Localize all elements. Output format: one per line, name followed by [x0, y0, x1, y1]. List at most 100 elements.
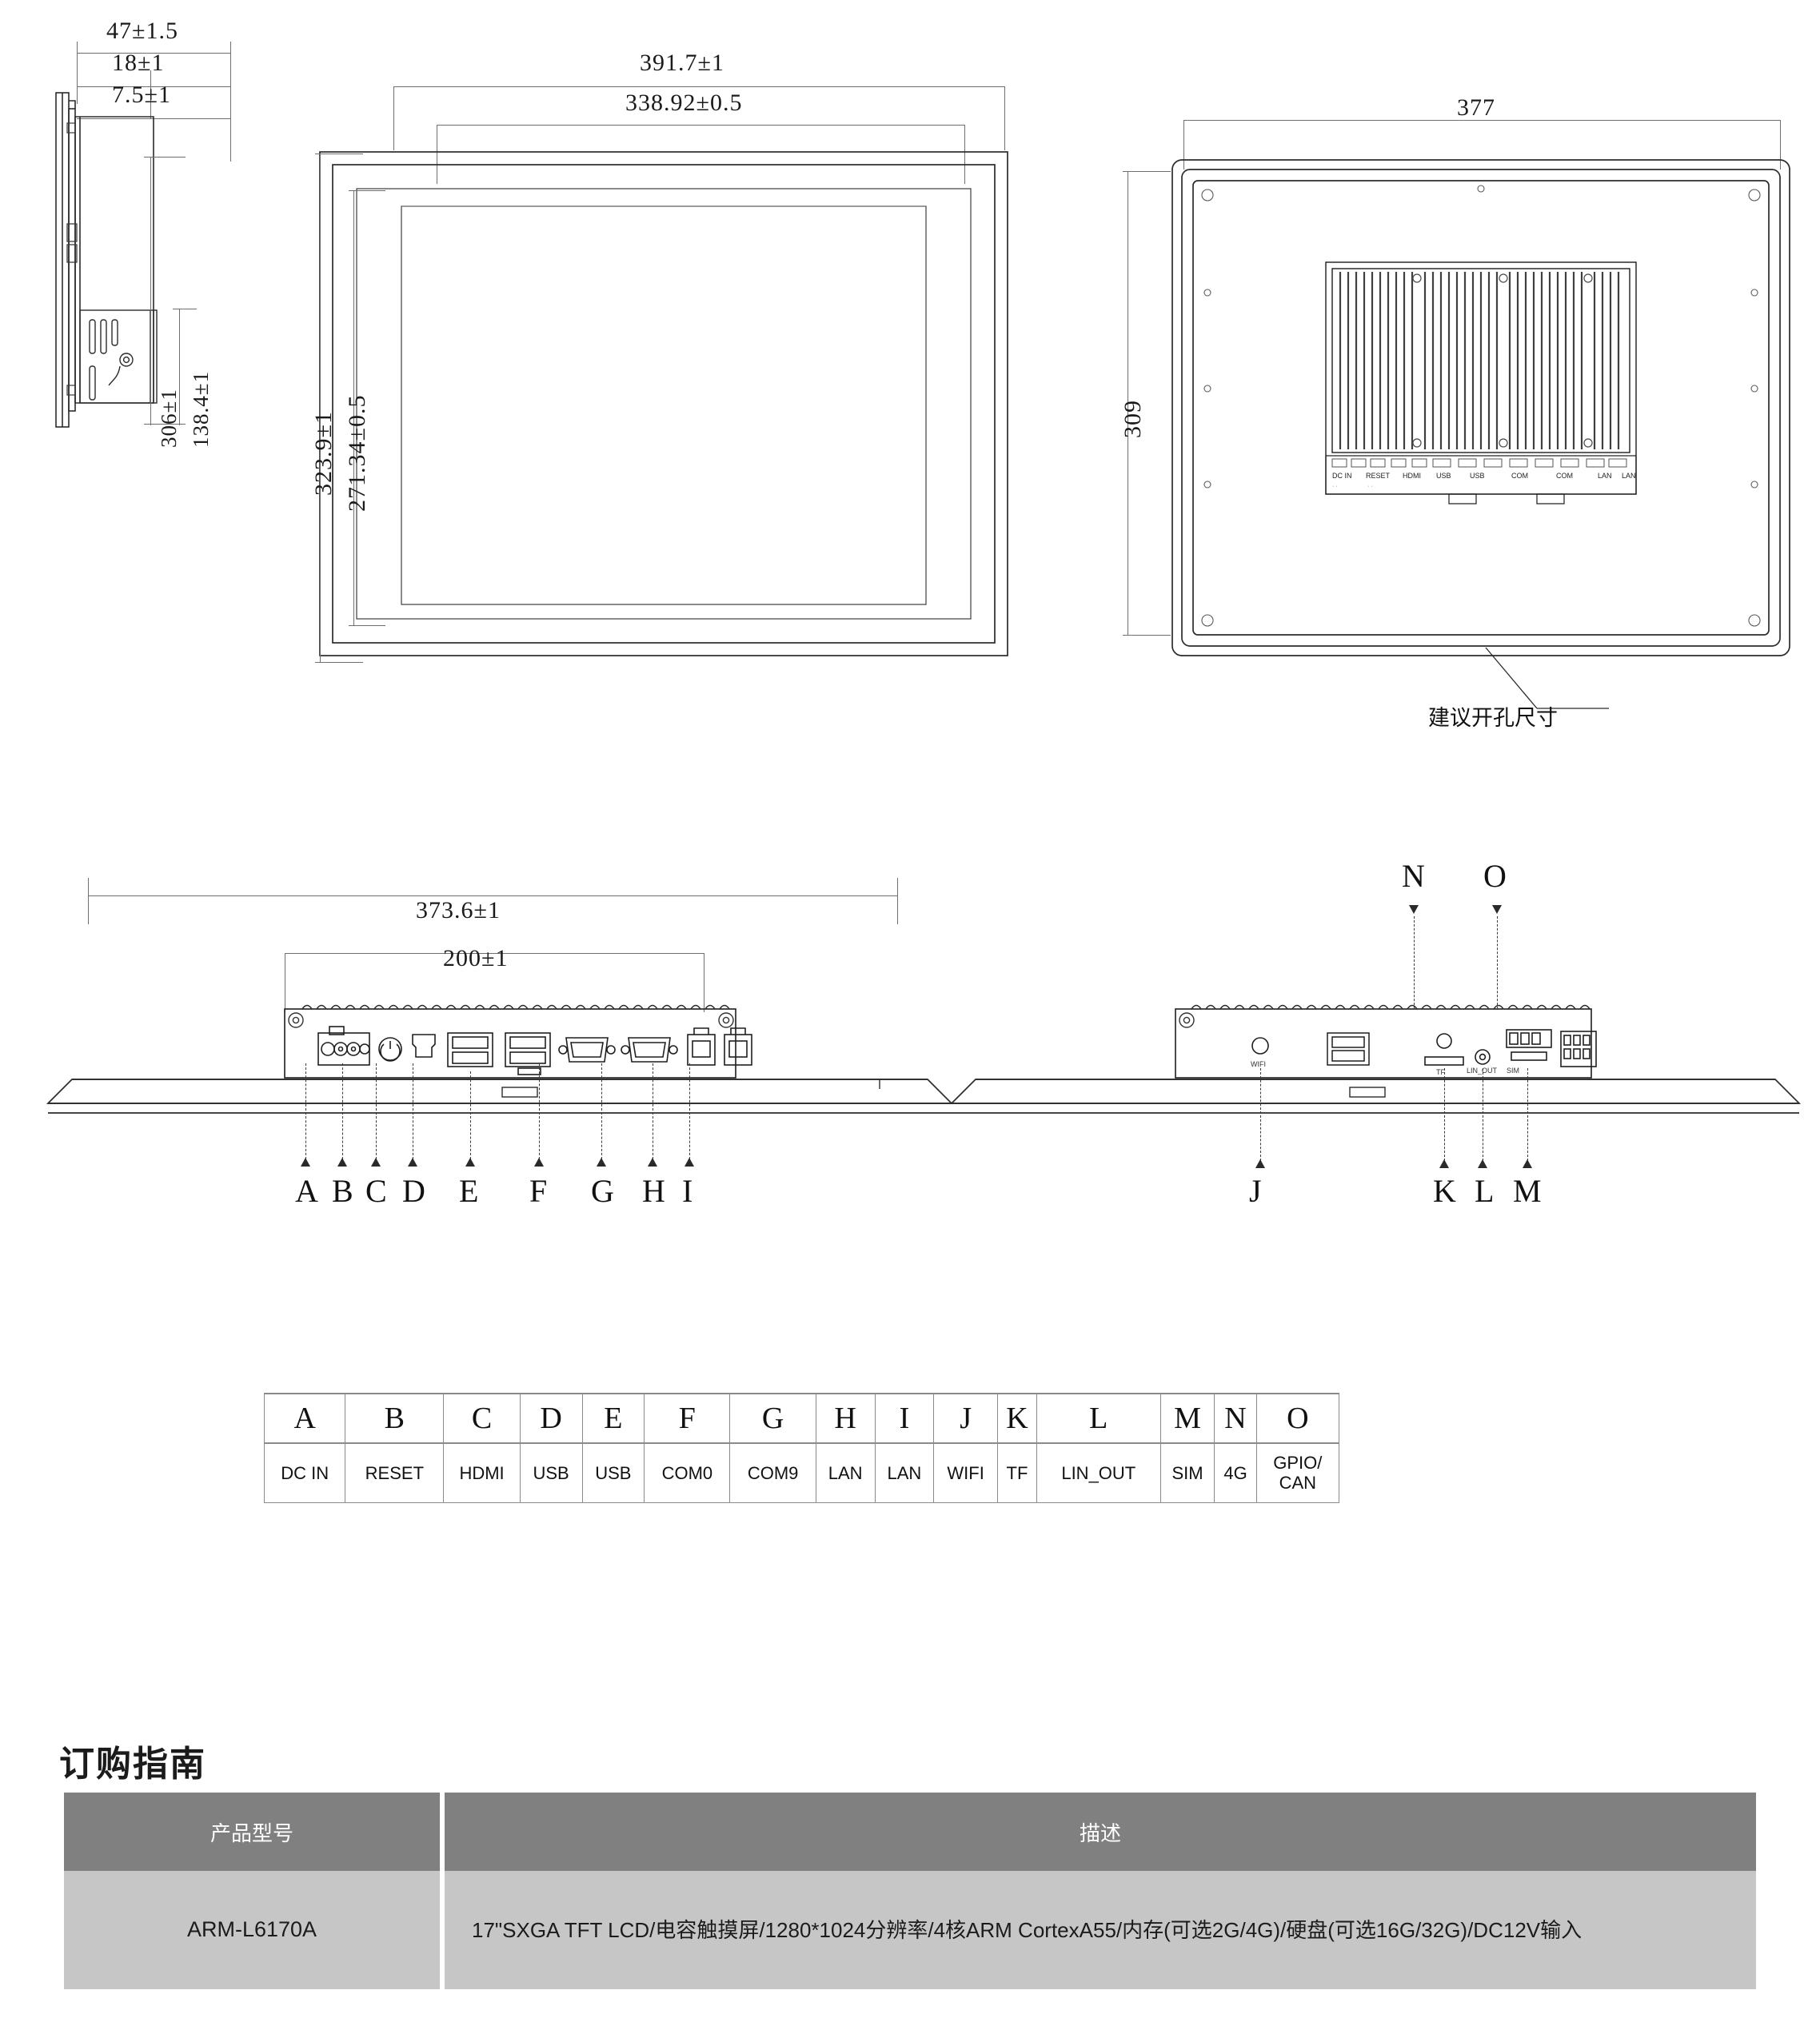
ext-line [144, 157, 186, 158]
ordering-header-model: 产品型号 [64, 1793, 440, 1871]
dim-line-138 [179, 309, 180, 425]
callout-l: L [1475, 1173, 1495, 1209]
legend-name-m: SIM [1159, 1442, 1215, 1503]
legend-letter-d: D [519, 1393, 583, 1444]
callout-i: I [682, 1173, 693, 1209]
legend-name-n: 4G [1214, 1442, 1257, 1503]
dim-line-47 [77, 53, 230, 54]
legend-name-g: COM9 [729, 1442, 816, 1503]
ext-line [349, 625, 385, 626]
svg-text:WIFI: WIFI [1251, 1060, 1266, 1068]
callout-arrow-k [1439, 1159, 1449, 1168]
callout-arrow-a [301, 1158, 310, 1167]
ext-line [150, 70, 151, 118]
callout-h: H [642, 1173, 665, 1209]
dim-line-3736 [88, 895, 897, 896]
legend-name-b: RESET [345, 1442, 445, 1503]
callout-arrow-o [1492, 905, 1502, 914]
legend-name-o: GPIO/CAN [1255, 1442, 1340, 1503]
callout-leader-j [1260, 1068, 1261, 1161]
callout-arrow-g [597, 1158, 606, 1167]
ext-line [1123, 635, 1171, 636]
port-legend-names-row: DC IN RESET HDMI USB USB COM0 COM9 LAN L… [263, 1442, 1340, 1503]
legend-name-a: DC IN [263, 1442, 346, 1503]
dim-line-3239 [320, 154, 321, 662]
ordering-row-description: 17"SXGA TFT LCD/电容触摸屏/1280*1024分辨率/4核ARM… [445, 1871, 1756, 1989]
legend-letter-h: H [815, 1393, 876, 1444]
svg-text:RESET: RESET [1366, 472, 1391, 480]
ext-line [1183, 120, 1184, 169]
dim-board-height: 138.4±1 [189, 370, 213, 448]
dim-outer-width: 391.7±1 [640, 50, 724, 76]
ordering-guide-table: 产品型号 描述 ARM-L6170A 17"SXGA TFT LCD/电容触摸屏… [59, 1793, 1761, 1989]
ordering-row-model: ARM-L6170A [64, 1871, 440, 1989]
ordering-guide-row: ARM-L6170A 17"SXGA TFT LCD/电容触摸屏/1280*10… [64, 1871, 1756, 1989]
ext-line [88, 878, 89, 924]
svg-text:LAN: LAN [1598, 472, 1612, 480]
ext-line [144, 424, 186, 425]
callout-arrow-b [337, 1158, 347, 1167]
dim-cutout-height: 309 [1120, 400, 1146, 438]
dim-panel-height: 306±1 [157, 389, 181, 448]
callout-d: D [402, 1173, 425, 1209]
ordering-guide-header-row: 产品型号 描述 [64, 1793, 1756, 1871]
callout-arrow-m [1523, 1159, 1532, 1168]
callout-c: C [365, 1173, 387, 1209]
cutout-size-annotation: 建议开孔尺寸 [1428, 706, 1558, 730]
callout-arrow-d [408, 1158, 417, 1167]
callout-arrow-e [465, 1158, 475, 1167]
callout-leader-e [470, 1071, 471, 1159]
callout-g: G [591, 1173, 614, 1209]
legend-name-k: TF [996, 1442, 1038, 1503]
ext-line [1780, 120, 1781, 169]
legend-letter-l: L [1036, 1393, 1161, 1444]
callout-j: J [1249, 1173, 1262, 1209]
callout-leader-k [1444, 1068, 1445, 1161]
callout-arrow-h [648, 1158, 657, 1167]
callout-leader-m [1527, 1068, 1528, 1161]
port-legend-letters-row: A B C D E F G H I J K L M N O [263, 1393, 1340, 1444]
legend-letter-n: N [1214, 1393, 1257, 1444]
legend-name-d: USB [519, 1442, 583, 1503]
svg-text:USB: USB [1470, 472, 1485, 480]
svg-text:LAN: LAN [1622, 472, 1636, 480]
dim-line-33892 [437, 125, 964, 126]
legend-letter-k: K [996, 1393, 1038, 1444]
ext-line [77, 42, 78, 104]
legend-letter-f: F [644, 1393, 731, 1444]
dim-active-height: 271.34±0.5 [344, 394, 370, 512]
legend-name-e: USB [581, 1442, 645, 1503]
svg-text:USB: USB [1436, 472, 1451, 480]
dim-cutout-width: 377 [1457, 94, 1495, 121]
dim-line-306 [150, 157, 151, 425]
dim-line-27134 [353, 190, 354, 625]
callout-arrow-c [371, 1158, 381, 1167]
ordering-guide-title: 订购指南 [59, 1745, 206, 1784]
legend-letter-o: O [1255, 1393, 1340, 1444]
svg-text:DC IN: DC IN [1332, 472, 1352, 480]
svg-text:TF: TF [1436, 1068, 1445, 1076]
legend-letter-a: A [263, 1393, 346, 1444]
svg-text:HDMI: HDMI [1403, 472, 1421, 480]
callout-arrow-f [534, 1158, 544, 1167]
dim-line-3917 [393, 86, 1004, 87]
legend-letter-m: M [1159, 1393, 1215, 1444]
callout-leader-c [376, 1063, 377, 1159]
callout-leader-i [689, 1063, 690, 1159]
port-legend-table: A B C D E F G H I J K L M N O DC IN RESE… [263, 1393, 1340, 1503]
dim-bezel-depth: 7.5±1 [112, 82, 171, 108]
callout-e: E [459, 1173, 479, 1209]
callout-arrow-l [1478, 1159, 1487, 1168]
legend-name-j: WIFI [933, 1442, 998, 1503]
legend-name-f: COM0 [644, 1442, 731, 1503]
callout-leader-n [1414, 916, 1415, 1009]
legend-letter-g: G [729, 1393, 816, 1444]
legend-letter-e: E [581, 1393, 645, 1444]
svg-text:· ·: · · [1332, 484, 1338, 489]
legend-letter-c: C [443, 1393, 521, 1444]
callout-n: N [1402, 858, 1425, 894]
callout-leader-b [342, 1063, 343, 1159]
ext-line [315, 662, 363, 663]
ext-line [1004, 86, 1005, 150]
ext-line [230, 42, 231, 162]
